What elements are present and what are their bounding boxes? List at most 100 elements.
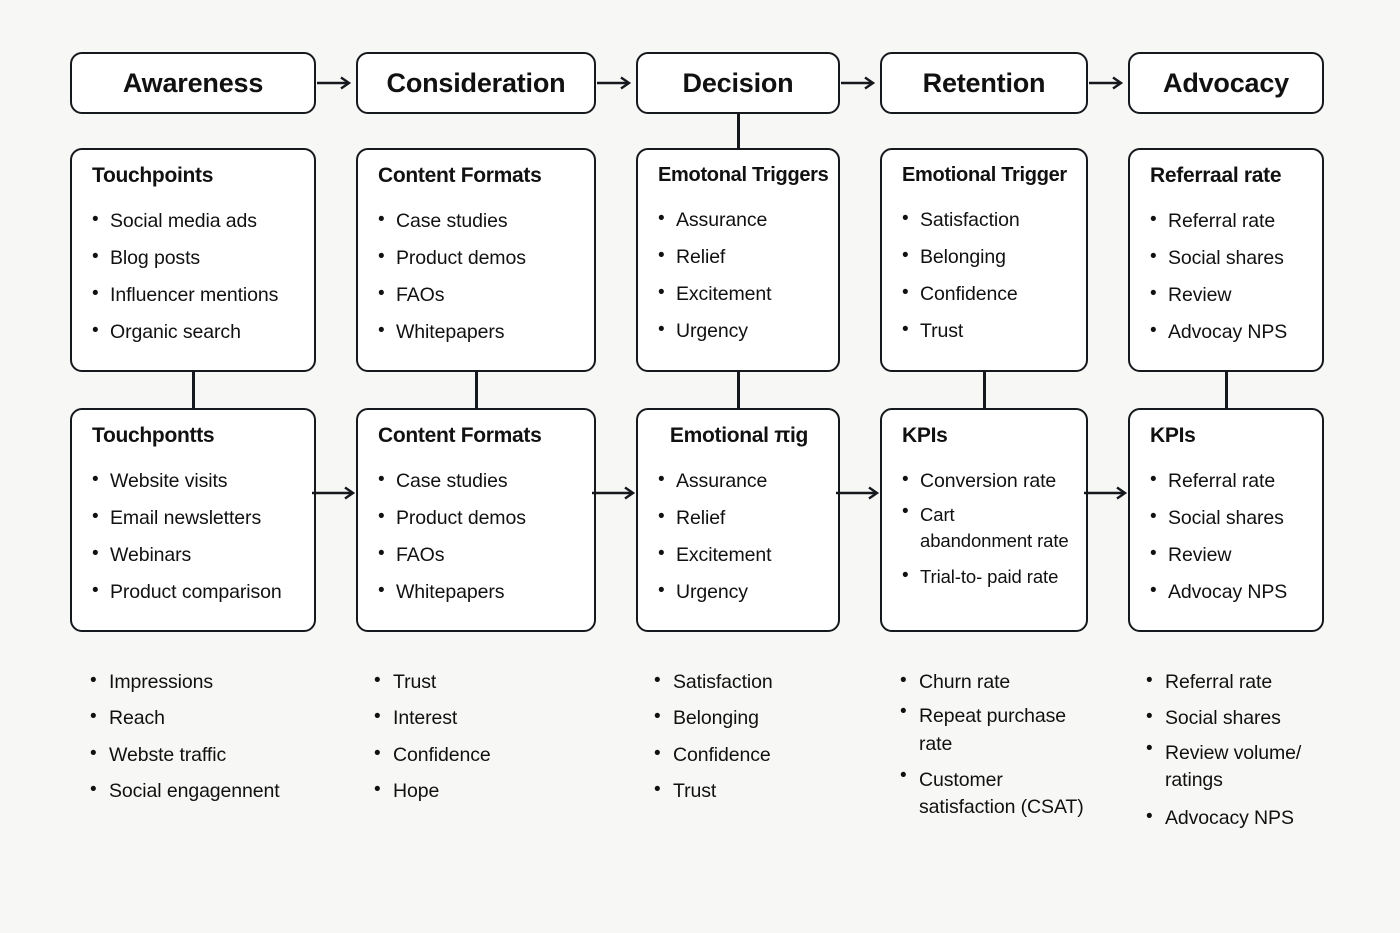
list-item: FAOs: [376, 276, 578, 314]
list-item: Whitepapers: [376, 313, 578, 351]
list-item: Review: [1148, 536, 1306, 574]
arrow-right-icon: [592, 486, 640, 500]
bottom-list-decision: Satisfaction Belonging Confidence Trust: [652, 663, 862, 809]
card-bullet-list: Referral rate Social shares Review Advoc…: [1148, 462, 1306, 611]
stage-box-decision[interactable]: Decision: [636, 52, 840, 114]
stage-label: Awareness: [122, 67, 264, 98]
card-retention-emotional-trigger[interactable]: Emotional Trigger Satisfaction Belonging…: [880, 148, 1088, 372]
list-item: Product demos: [376, 239, 578, 277]
list-item: Urgency: [656, 573, 822, 611]
list-item: Customer satisfaction (CSAT): [898, 763, 1098, 827]
list-item: Interest: [372, 699, 582, 736]
list-item: Hope: [372, 772, 582, 809]
list-item: Webinars: [90, 536, 298, 574]
list-item: Email newsletters: [90, 499, 298, 537]
list-item: Impressions: [88, 663, 338, 700]
list-item: Satisfaction: [900, 201, 1070, 239]
card-bullet-list: Assurance Relief Excitement Urgency: [656, 462, 822, 611]
card-retention-kpis[interactable]: KPIs Conversion rate Cart abandonment ra…: [880, 408, 1088, 632]
list-item: Case studies: [376, 202, 578, 240]
card-title: Touchpoints: [92, 164, 214, 187]
card-consideration-content-formats-2[interactable]: Content Formats Case studies Product dem…: [356, 408, 596, 632]
connector-decision-vertical: [737, 113, 740, 148]
card-bullet-list: Referral rate Social shares Review Advoc…: [1148, 202, 1306, 351]
connector-decision-vertical-2: [737, 372, 740, 408]
connector-awareness-vertical: [192, 372, 195, 408]
list-item: Reach: [88, 699, 338, 736]
card-bullet-list: Satisfaction Belonging Confidence Trust: [900, 201, 1070, 350]
card-awareness-touchpoints-2[interactable]: Touchpontts Website visits Email newslet…: [70, 408, 316, 632]
list-item: Excitement: [656, 536, 822, 574]
list-item: Influencer mentions: [90, 276, 298, 314]
stage-box-advocacy[interactable]: Advocacy: [1128, 52, 1324, 114]
card-title: Touchpontts: [92, 424, 215, 447]
list-item: Review: [1148, 276, 1306, 314]
card-bullet-list: Conversion rate Cart abandonment rate Tr…: [900, 462, 1070, 594]
list-item: Trust: [900, 312, 1070, 350]
arrow-right-icon: [836, 486, 884, 500]
list-item: Blog posts: [90, 239, 298, 277]
list-item: Assurance: [656, 201, 822, 239]
stage-box-retention[interactable]: Retention: [880, 52, 1088, 114]
arrow-right-icon: [1088, 76, 1128, 90]
bottom-list-consideration: Trust Interest Confidence Hope: [372, 663, 582, 809]
stage-label: Advocacy: [1163, 67, 1289, 98]
arrow-right-icon: [840, 76, 880, 90]
list-item: Urgency: [656, 312, 822, 350]
card-consideration-content-formats[interactable]: Content Formats Case studies Product dem…: [356, 148, 596, 372]
card-bullet-list: Case studies Product demos FAOs Whitepap…: [376, 462, 578, 611]
list-item: Trust: [652, 772, 862, 809]
stage-box-awareness[interactable]: Awareness: [70, 52, 316, 114]
list-item: Social shares: [1148, 499, 1306, 537]
list-item: Conversion rate: [900, 462, 1070, 500]
card-title: Referraal rate: [1150, 164, 1282, 187]
stage-label: Consideration: [386, 67, 566, 98]
list-item: Churn rate: [898, 663, 1098, 700]
list-item: Advocay NPS: [1148, 573, 1306, 611]
card-title: Content Formats: [378, 164, 542, 187]
list-item: Trust: [372, 663, 582, 700]
list-item: Confidence: [372, 736, 582, 773]
card-advocacy-kpis[interactable]: KPIs Referral rate Social shares Review …: [1128, 408, 1324, 632]
list-item: Relief: [656, 499, 822, 537]
list-item: Whitepapers: [376, 573, 578, 611]
list-item: Organic search: [90, 313, 298, 351]
card-title: KPIs: [1150, 424, 1196, 447]
card-bullet-list: Website visits Email newsletters Webinar…: [90, 462, 298, 611]
stage-label: Decision: [682, 67, 794, 98]
list-item: Referral rate: [1148, 462, 1306, 500]
card-advocacy-referral-rate[interactable]: Referraal rate Referral rate Social shar…: [1128, 148, 1324, 372]
arrow-right-icon: [1084, 486, 1132, 500]
list-item: Social shares: [1144, 699, 1334, 736]
list-item: Referral rate: [1148, 202, 1306, 240]
card-title: Emotonal Triggers: [658, 164, 829, 186]
bottom-list-advocacy: Referral rate Social shares Review volum…: [1144, 663, 1334, 836]
list-item: Social media ads: [90, 202, 298, 240]
bottom-list-awareness: Impressions Reach Webste traffic Social …: [88, 663, 338, 809]
stage-label: Retention: [922, 67, 1046, 98]
list-item: Confidence: [900, 275, 1070, 313]
card-title: Emotional πig: [669, 424, 809, 447]
list-item: Relief: [656, 238, 822, 276]
arrow-right-icon: [316, 76, 356, 90]
arrow-right-icon: [596, 76, 636, 90]
card-title: Content Formats: [378, 424, 542, 447]
list-item: Social engagennent: [88, 772, 338, 809]
bottom-list-retention: Churn rate Repeat purchase rate Customer…: [898, 663, 1098, 827]
list-item: Case studies: [376, 462, 578, 500]
card-awareness-touchpoints[interactable]: Touchpoints Social media ads Blog posts …: [70, 148, 316, 372]
stage-box-consideration[interactable]: Consideration: [356, 52, 596, 114]
list-item: Trial-to- paid rate: [900, 558, 1070, 594]
list-item: Webste traffic: [88, 736, 338, 773]
list-item: Advocay NPS: [1148, 313, 1306, 351]
card-decision-emotional-triggers-2[interactable]: Emotional πig Assurance Relief Excitemen…: [636, 408, 840, 632]
list-item: Product comparison: [90, 573, 298, 611]
card-decision-emotional-triggers[interactable]: Emotonal Triggers Assurance Relief Excit…: [636, 148, 840, 372]
list-item: Repeat purchase rate: [898, 699, 1098, 763]
list-item: Belonging: [652, 699, 862, 736]
connector-retention-vertical: [983, 372, 986, 408]
list-item: Referral rate: [1144, 663, 1334, 700]
card-title: KPIs: [902, 424, 948, 447]
list-item: Confidence: [652, 736, 862, 773]
